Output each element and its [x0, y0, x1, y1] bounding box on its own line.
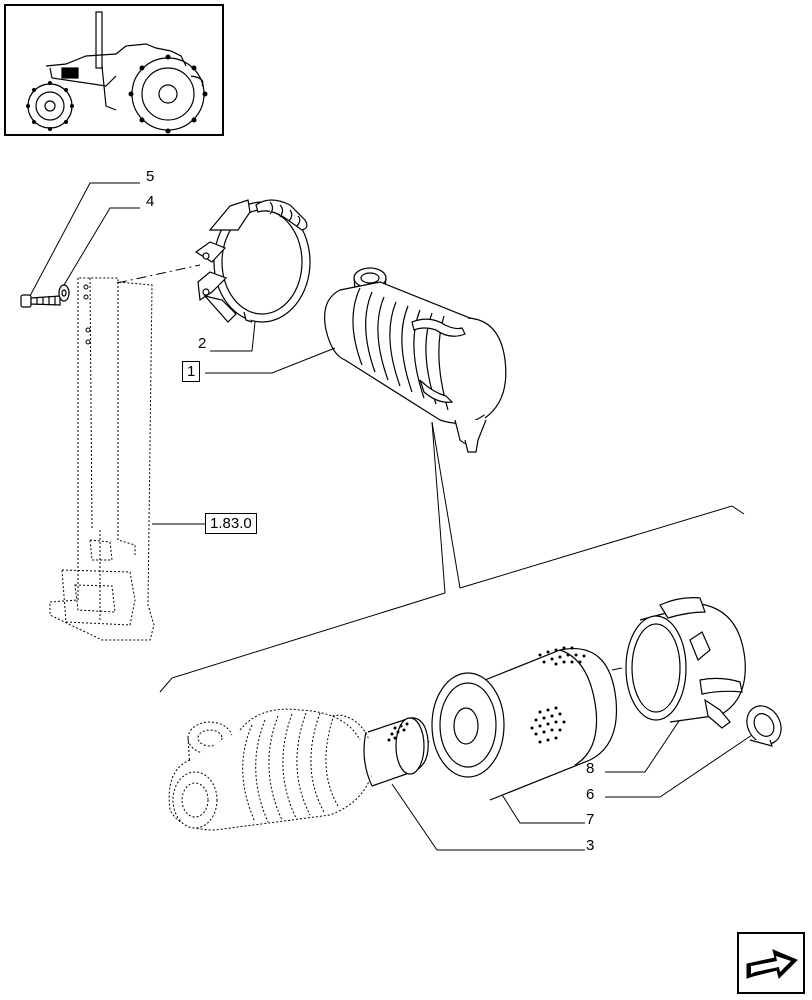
filter-housing [168, 708, 376, 831]
main-filter-element-part-7 [431, 648, 618, 801]
callout-4: 4 [146, 193, 155, 210]
callout-7: 7 [586, 811, 595, 828]
callout-1-boxed[interactable]: 1 [182, 361, 201, 382]
washer-part-4 [58, 284, 70, 302]
support-bracket [49, 277, 155, 641]
callout-5: 5 [146, 168, 155, 185]
callout-6: 6 [586, 786, 595, 803]
main-filter-holes [530, 646, 586, 744]
callout-8: 8 [586, 760, 595, 777]
mounting-clamp-part-2 [194, 199, 311, 323]
next-page-button[interactable] [737, 932, 805, 994]
dust-valve-part-6 [746, 705, 782, 747]
callout-3: 3 [586, 837, 595, 854]
reference-link-1-83-0[interactable]: 1.83.0 [205, 513, 257, 534]
air-filter-assembly-part-1 [324, 267, 507, 453]
next-page-arrow-icon [746, 949, 798, 979]
bracket-holes [83, 284, 91, 345]
tractor-thumbnail-icon [26, 11, 208, 134]
callout-2: 2 [198, 335, 207, 352]
safety-filter-element-part-3 [363, 717, 429, 787]
safety-filter-holes [387, 722, 409, 742]
filter-cover-part-8 [625, 597, 746, 729]
bolt-part-5 [20, 294, 61, 308]
tractor-thumbnail [4, 4, 224, 136]
